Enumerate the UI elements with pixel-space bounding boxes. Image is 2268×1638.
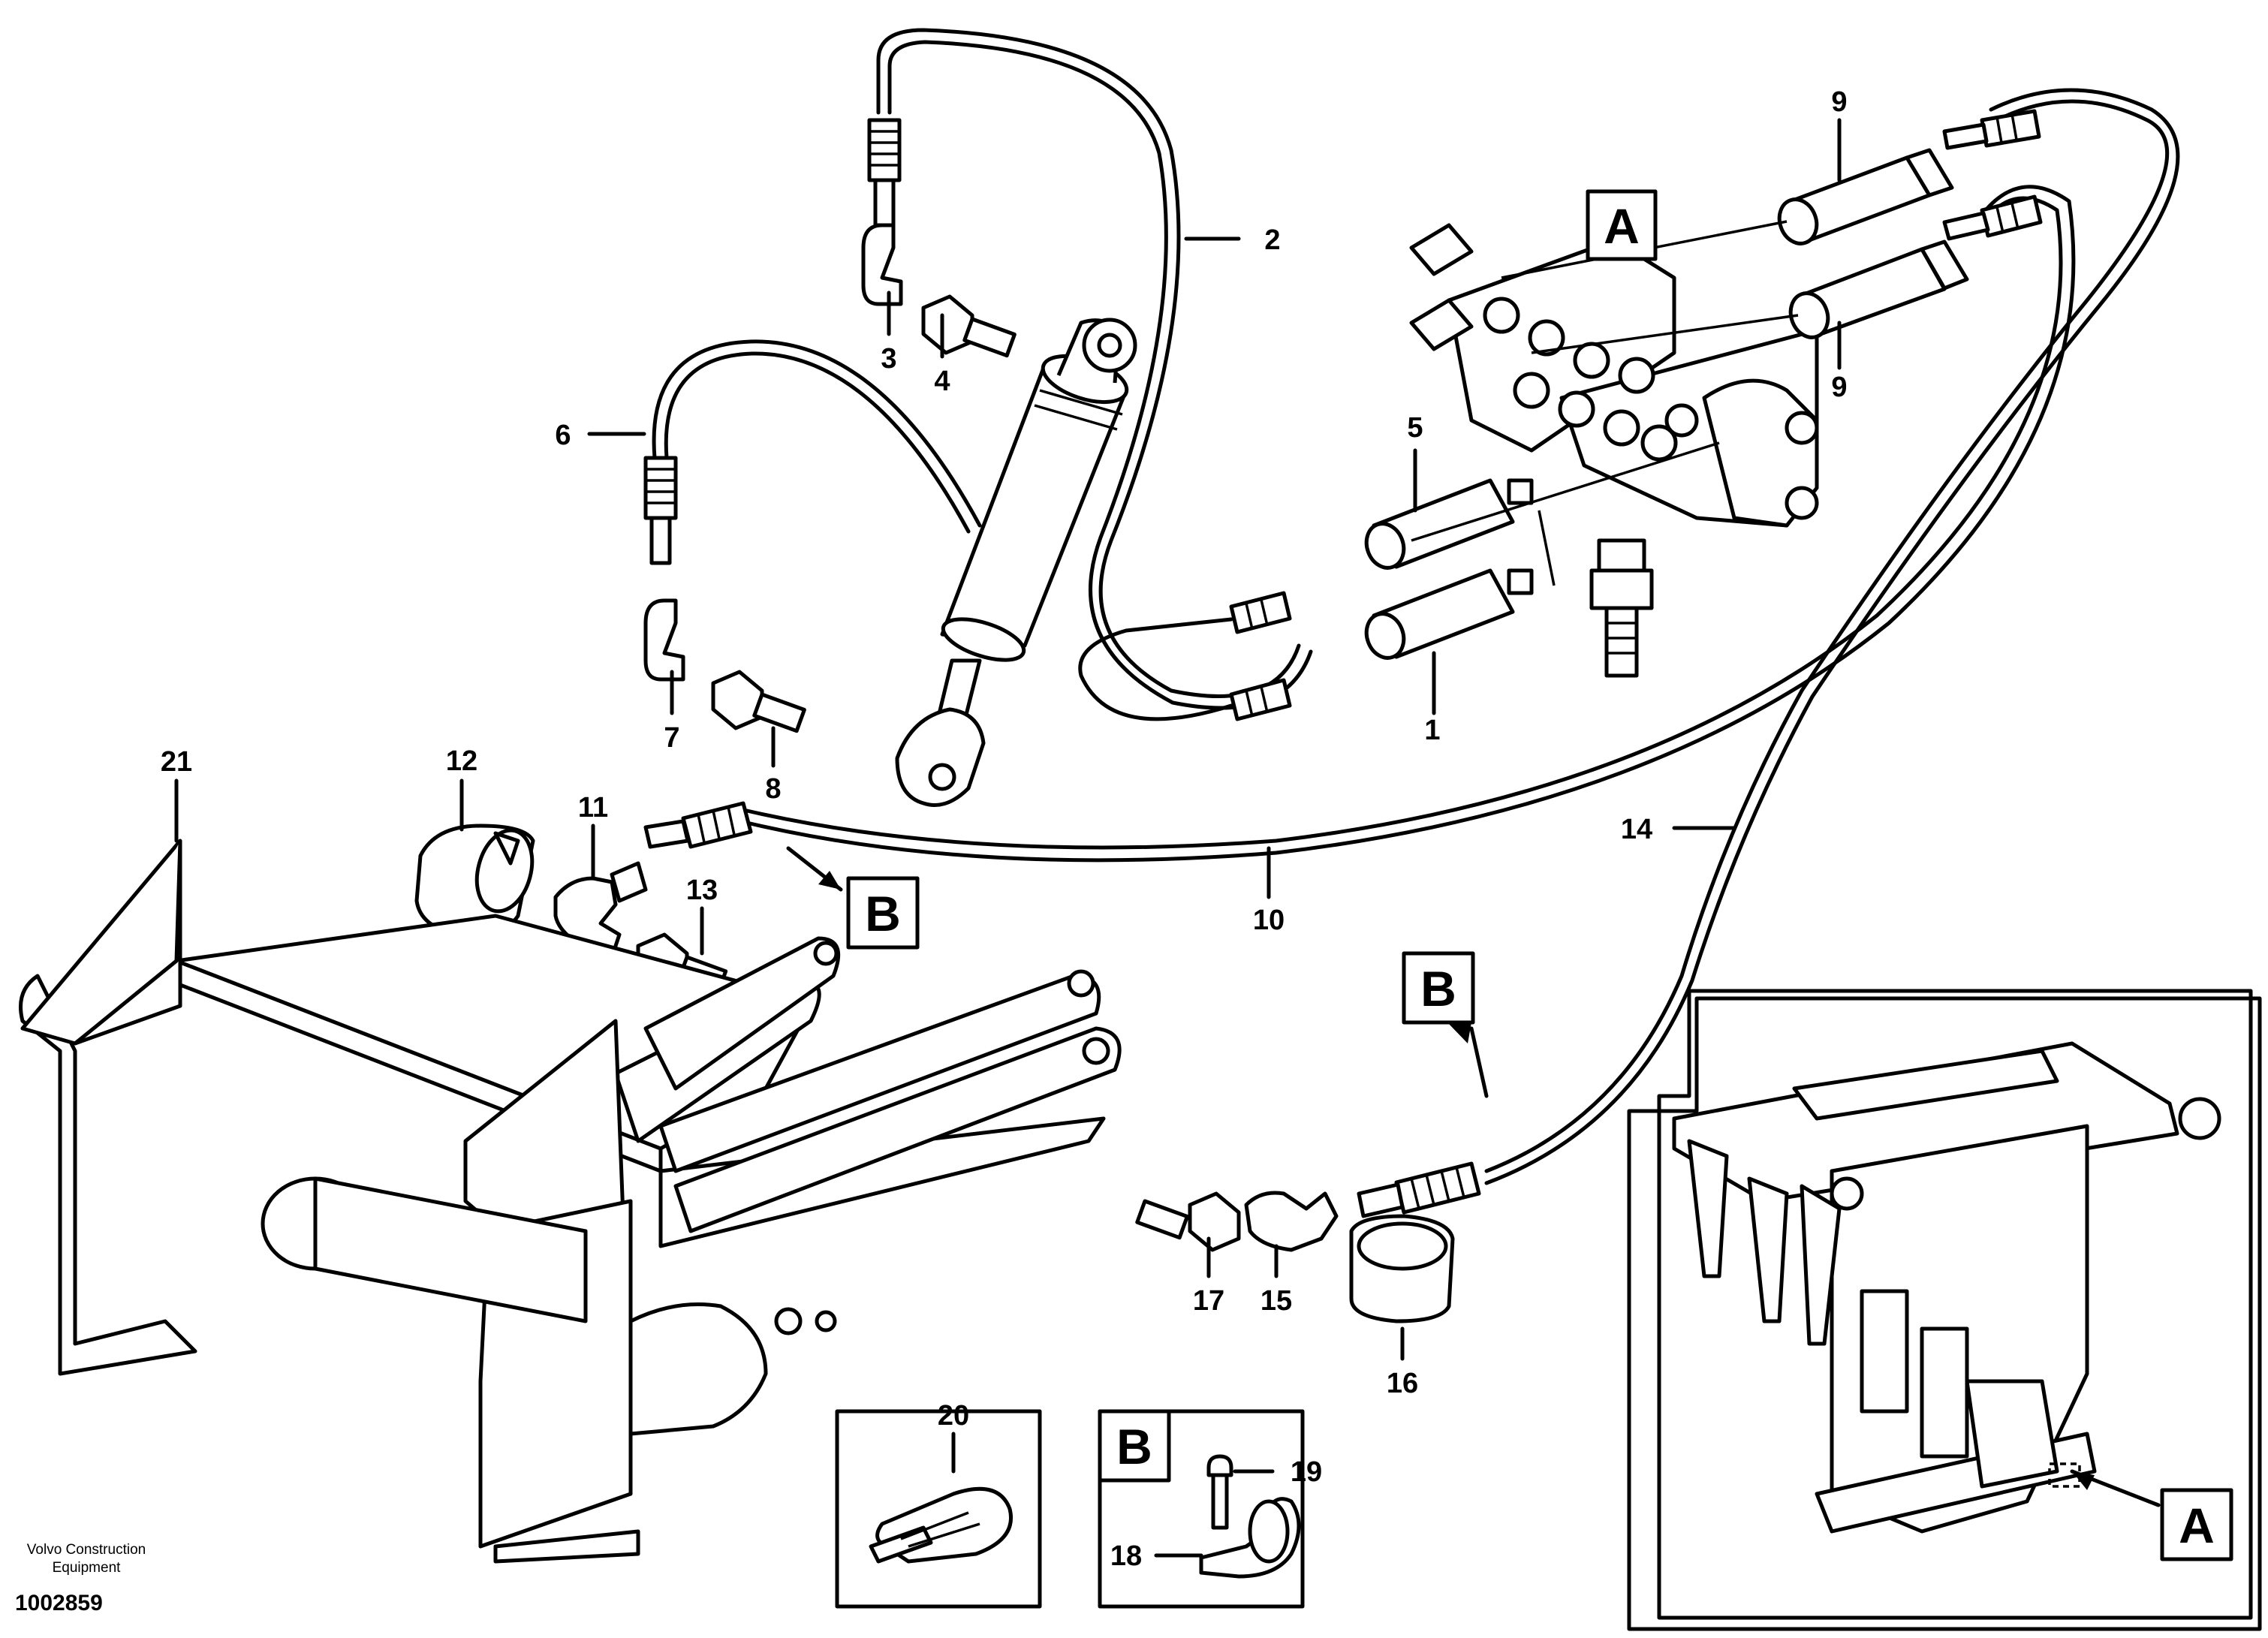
view-label-b-right: B (1420, 961, 1456, 1016)
adapter-17 (1135, 1191, 1241, 1252)
view-label-a-top: A (1604, 198, 1640, 254)
view-box-a-inset: A (2070, 1469, 2233, 1561)
callout-12: 12 (446, 745, 477, 777)
brand-line-1: Volvo Construction (27, 1542, 146, 1558)
hose-1-line (1078, 617, 1233, 721)
view-box-b-left: B (786, 846, 920, 950)
elbow-fitting-3 (861, 223, 903, 306)
callout-17: 17 (1193, 1285, 1224, 1317)
adapter-4 (921, 294, 1017, 358)
view-box-b-right: B (1402, 951, 1489, 1098)
hose-14 (1484, 88, 2180, 1185)
hose-end-upper-9b (1942, 194, 2043, 241)
hose-10 (745, 185, 2076, 863)
callout-3: 3 (881, 343, 896, 375)
detail-box-b (1098, 1409, 1305, 1609)
view-label-b-left: B (865, 886, 901, 941)
callout-8: 8 (765, 773, 781, 805)
callout-1: 1 (1424, 715, 1440, 746)
callout-21: 21 (161, 746, 192, 778)
adapter-8 (711, 670, 806, 733)
callout-14: 14 (1621, 814, 1652, 845)
hose-end-2 (867, 118, 902, 227)
callout-7: 7 (664, 722, 679, 754)
callout-10: 10 (1253, 905, 1285, 936)
sleeve-12 (414, 824, 535, 938)
callout-4: 4 (934, 366, 950, 397)
callout-18: 18 (1110, 1540, 1142, 1572)
hose-end-lower-5 (1229, 591, 1292, 634)
hose-end-6 (643, 456, 678, 565)
view-label-b-detail: B (1116, 1419, 1152, 1474)
control-valve (1409, 223, 1819, 678)
detail-box-20 (835, 1409, 1042, 1609)
callout-11: 11 (578, 792, 608, 824)
sleeve-16 (1349, 1214, 1455, 1323)
hose-6 (652, 339, 982, 534)
elbow-fitting-7 (643, 598, 685, 682)
conduit-1 (1364, 568, 1534, 660)
callout-2: 2 (1264, 224, 1280, 256)
callout-6: 6 (555, 420, 571, 451)
hose-2 (876, 28, 1313, 710)
callout-numbers: 1 2 3 4 5 6 7 8 9 9 10 11 12 13 14 15 16… (161, 86, 1848, 1572)
callout-19: 19 (1291, 1456, 1322, 1488)
callout-20: 20 (938, 1400, 969, 1432)
brand-block: Volvo Construction Equipment 1002859 (15, 1542, 146, 1615)
view-box-a-top: A (1586, 189, 1658, 261)
hydraulic-cylinder (895, 318, 1137, 807)
hose-end-10 (643, 801, 753, 849)
callout-9-lower: 9 (1831, 372, 1847, 403)
inset-overview (1627, 989, 2262, 1631)
conduit-9-upper (1777, 148, 1954, 245)
view-label-a-inset: A (2179, 1498, 2215, 1553)
callout-16: 16 (1387, 1368, 1418, 1399)
callout-5: 5 (1407, 412, 1423, 444)
hose-end-14 (1357, 1161, 1481, 1218)
callout-9-upper: 9 (1831, 86, 1847, 118)
hose-end-upper-9a (1942, 109, 2041, 150)
fork-bracket (19, 839, 1122, 1564)
conduit-9-lower (1788, 239, 1969, 339)
leader-lines (174, 118, 1842, 1558)
hose-end-lower-1 (1229, 678, 1292, 721)
brand-line-2: Equipment (53, 1560, 122, 1576)
callout-13: 13 (686, 875, 718, 906)
elbow-fitting-15 (1244, 1191, 1339, 1252)
document-number: 1002859 (15, 1591, 103, 1615)
callout-15: 15 (1261, 1285, 1292, 1317)
conduit-5 (1364, 478, 1534, 570)
